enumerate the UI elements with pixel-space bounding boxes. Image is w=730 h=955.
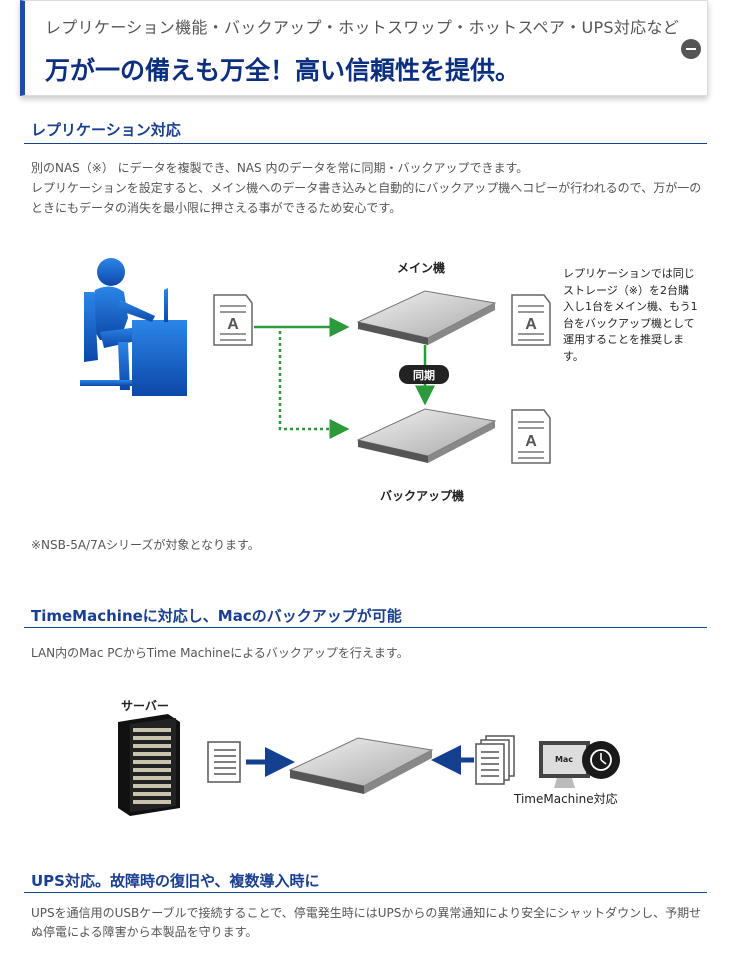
flow-arrow-backup (278, 331, 350, 439)
collapse-minus-icon[interactable] (681, 39, 701, 59)
mac-computer-icon (539, 741, 590, 788)
hero-subtitle: レプリケーション機能・バックアップ・ホットスワップ・ホットスペア・UPS対応など (45, 18, 680, 37)
doc-letter: A (525, 316, 537, 333)
ups-heading: UPS対応。故障時の復旧や、複数導入時に (31, 872, 320, 890)
server-rack-icon (118, 714, 180, 816)
main-server-icon (356, 290, 497, 345)
section-divider (24, 892, 707, 893)
backup-server-label: バックアップ機 (380, 489, 465, 503)
doc-letter: A (525, 433, 537, 450)
replication-paragraph-1: 別のNAS（※） にデータを複製でき、NAS 内のデータを常に同期・バックアップ… (31, 161, 529, 175)
hero-banner: レプリケーション機能・バックアップ・ホットスワップ・ホットスペア・UPS対応など… (20, 0, 708, 96)
replication-footnote: ※NSB-5A/7Aシリーズが対象となります。 (31, 538, 260, 552)
backup-server-icon (356, 408, 497, 463)
section-divider (24, 143, 707, 144)
mac-screen-label: Mac (555, 755, 573, 764)
nas-device-icon (288, 737, 434, 794)
replication-side-note: レプリケーションでは同じストレージ（※）を2台購入し1台をメイン機、もう1台をバ… (563, 267, 698, 363)
sync-label: 同期 (413, 368, 435, 382)
timemachine-label: TimeMachine対応 (514, 792, 618, 806)
doc-letter: A (227, 316, 239, 333)
document-icon (213, 294, 551, 464)
time-machine-icon (582, 741, 620, 779)
section-divider (24, 627, 707, 628)
main-server-label: メイン機 (397, 261, 446, 275)
person-at-desk-icon (80, 258, 187, 396)
timemachine-heading: TimeMachineに対応し、Macのバックアップが可能 (31, 607, 402, 625)
hero-title: 万が一の備えも万全！高い信頼性を提供。 (45, 56, 521, 85)
replication-paragraph-2: レプリケーションを設定すると、メイン機へのデータ書き込みと自動的にバックアップ機… (31, 181, 702, 215)
replication-heading: レプリケーション対応 (31, 121, 181, 139)
ups-paragraph: UPSを通信用のUSBケーブルで接続することで、停電発生時にはUPSからの異常通… (31, 906, 702, 939)
sync-badge (399, 365, 449, 384)
document-stack-icon (475, 735, 515, 785)
timemachine-paragraph: LAN内のMac PCからTime Machineによるバックアップを行えます。 (31, 646, 409, 660)
server-label: サーバー (121, 699, 169, 713)
